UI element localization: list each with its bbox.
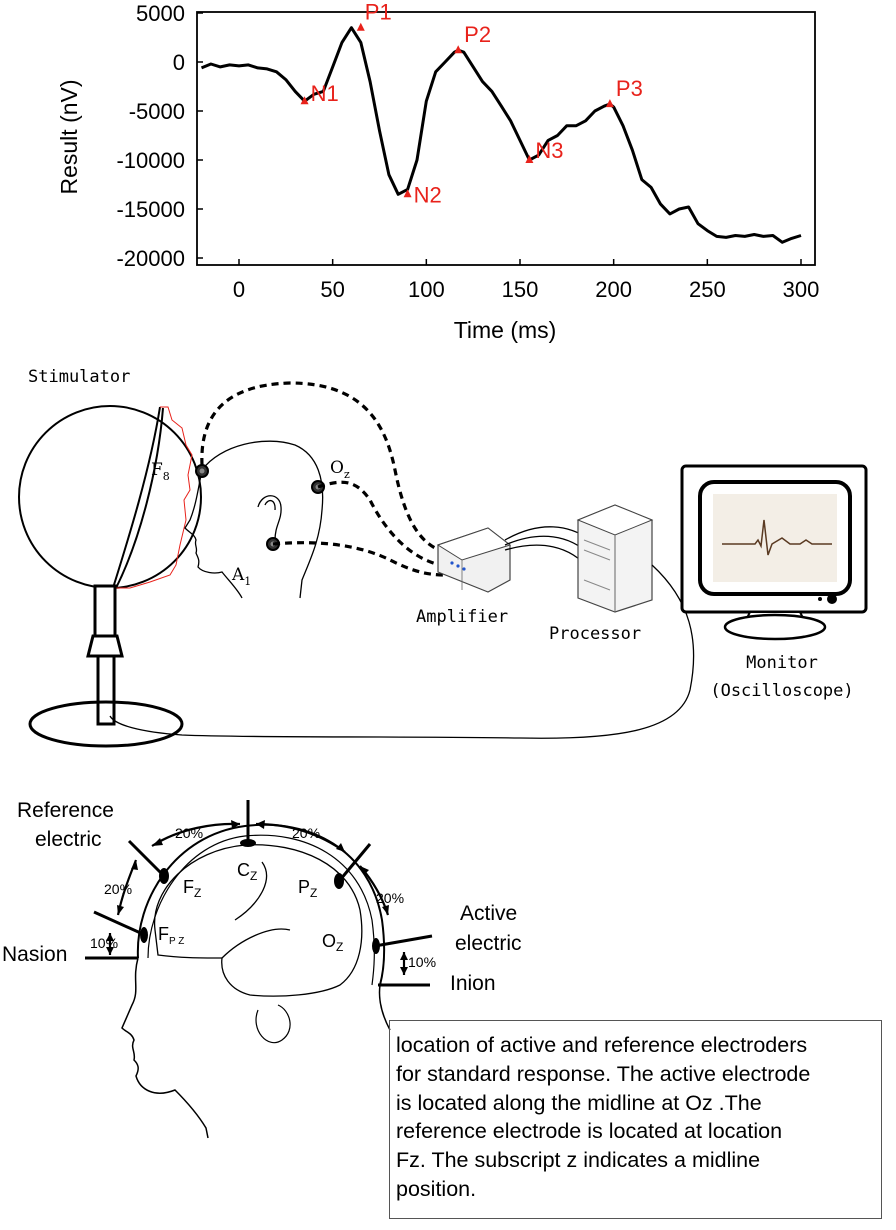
peak-marker bbox=[454, 45, 463, 54]
lead-wires bbox=[200, 381, 446, 577]
caption-box: location of active and reference electro… bbox=[389, 1020, 882, 1219]
y-tick-label: 0 bbox=[173, 50, 185, 75]
y-tick-label: 5000 bbox=[136, 1, 185, 26]
arrow-heads bbox=[106, 820, 408, 975]
processor-tower bbox=[576, 504, 654, 613]
peak-label: N1 bbox=[311, 81, 339, 106]
x-tick-label: 0 bbox=[233, 277, 245, 302]
electrode-pins bbox=[85, 800, 433, 987]
f8-label: F8 bbox=[151, 460, 170, 483]
processor-label: Processor bbox=[549, 624, 641, 644]
amplifier-box bbox=[436, 527, 512, 593]
erp-chart: 0 50 100 150 200 250 300 5000 0 -5000 -10000 -1500… bbox=[56, 0, 819, 343]
fz-label: FZ bbox=[183, 877, 201, 900]
electrode-f8 bbox=[195, 464, 209, 478]
oz-label: Oz bbox=[330, 458, 350, 481]
x-tick-label: 50 bbox=[320, 277, 344, 302]
peak-label: P3 bbox=[616, 76, 643, 101]
ear-outline bbox=[255, 1004, 291, 1044]
oscilloscope-label: (Oscilloscope) bbox=[710, 681, 853, 701]
peak-marker bbox=[525, 155, 534, 163]
erp-waveform-line bbox=[200, 26, 802, 244]
peak-marker bbox=[605, 99, 614, 108]
pct-20-left-top: 20% bbox=[175, 825, 203, 841]
pct-10-nasion: 10% bbox=[90, 935, 118, 951]
peak-marker bbox=[300, 96, 309, 105]
x-tick-label: 150 bbox=[502, 277, 539, 302]
peak-label: P1 bbox=[365, 0, 392, 25]
x-axis-ticks: 0 50 100 150 200 250 300 bbox=[233, 259, 819, 302]
a1-label: A1 bbox=[231, 565, 251, 588]
pz-label: PZ bbox=[298, 877, 317, 900]
patient-head-profile bbox=[184, 440, 324, 599]
brain-outline bbox=[153, 844, 363, 997]
monitor-label: Monitor bbox=[746, 653, 818, 673]
stimulator-globe bbox=[18, 405, 202, 589]
pct-20-left-side: 20% bbox=[104, 881, 132, 897]
y-tick-label: -15000 bbox=[116, 197, 185, 222]
y-tick-label: -20000 bbox=[116, 246, 185, 271]
inion-label: Inion bbox=[450, 972, 496, 995]
nasion-label: Nasion bbox=[2, 943, 67, 966]
face-profile bbox=[121, 957, 209, 1139]
stimulator-label: Stimulator bbox=[28, 367, 130, 387]
amplifier-label: Amplifier bbox=[416, 607, 508, 627]
electrode-pads bbox=[140, 839, 380, 954]
electrode-location-diagram: 20% 20% 20% 20% 10% 10% Reference electr… bbox=[2, 799, 522, 1139]
reference-electric-label-1: Reference bbox=[17, 799, 114, 822]
reference-electric-label-2: electric bbox=[35, 828, 102, 851]
pct-10-inion: 10% bbox=[408, 954, 436, 970]
amp-processor-cables bbox=[504, 526, 591, 571]
x-tick-label: 300 bbox=[783, 277, 820, 302]
y-axis-label: Result (nV) bbox=[56, 79, 82, 194]
stimulator-stand bbox=[28, 584, 184, 748]
x-tick-label: 200 bbox=[595, 277, 632, 302]
pct-20-right-top: 20% bbox=[292, 825, 320, 841]
ep-setup-diagram: Stimulator bbox=[18, 367, 868, 748]
cz-label: CZ bbox=[237, 860, 257, 883]
pct-20-right-side: 20% bbox=[376, 890, 404, 906]
x-axis-label: Time (ms) bbox=[454, 317, 557, 343]
fpz-label: FP Z bbox=[158, 924, 184, 947]
scalp-outline bbox=[136, 823, 386, 986]
y-axis-ticks: 5000 0 -5000 -10000 -15000 -20000 bbox=[116, 1, 203, 271]
x-tick-label: 100 bbox=[408, 277, 445, 302]
peak-label: P2 bbox=[464, 22, 491, 47]
y-tick-label: -5000 bbox=[129, 99, 185, 124]
peak-marker bbox=[356, 22, 365, 31]
processor-stimulator-cable bbox=[109, 564, 695, 739]
active-electric-label-1: Active bbox=[460, 902, 517, 925]
x-tick-label: 250 bbox=[689, 277, 726, 302]
oz-head-label: OZ bbox=[322, 931, 343, 954]
peak-marker bbox=[403, 189, 412, 198]
peak-label: N2 bbox=[414, 182, 442, 207]
monitor bbox=[680, 464, 868, 641]
y-tick-label: -10000 bbox=[116, 148, 185, 173]
active-electric-label-2: electric bbox=[455, 932, 522, 955]
neck-line bbox=[378, 984, 391, 1031]
plot-frame bbox=[196, 11, 816, 266]
peak-label: N3 bbox=[535, 138, 563, 163]
